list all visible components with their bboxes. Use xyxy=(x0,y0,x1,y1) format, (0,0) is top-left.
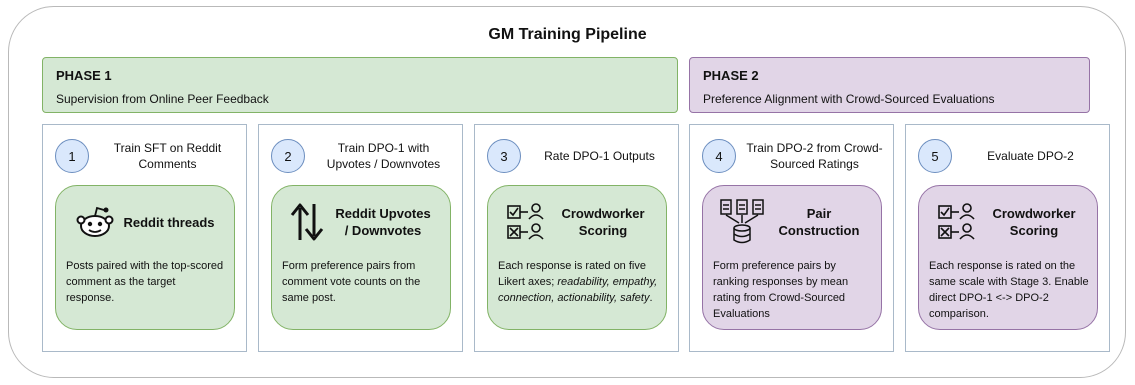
stage-5-title: Evaluate DPO-2 xyxy=(987,149,1074,163)
phase-1-name: PHASE 1 xyxy=(56,68,112,83)
stage-5-box: 5 Evaluate DPO-2 Crowdworker Scoring xyxy=(905,124,1110,352)
stage-2-number: 2 xyxy=(271,139,305,173)
stage-1-number: 1 xyxy=(55,139,89,173)
phase-1-description: Supervision from Online Peer Feedback xyxy=(56,92,269,106)
stage-1-card-title: Reddit threads xyxy=(123,214,215,230)
stage-4-number: 4 xyxy=(702,139,736,173)
stage-5-number: 5 xyxy=(918,139,952,173)
up-down-arrows-icon xyxy=(289,200,325,244)
stage-5-card-title: Crowdworker Scoring xyxy=(992,206,1076,238)
stage-1-description: Posts paired with the top-scored comment… xyxy=(66,260,224,304)
diagram-title: GM Training Pipeline xyxy=(488,26,647,43)
stage-2-card-title: Reddit Upvotes / Downvotes xyxy=(335,206,431,238)
stage-3-title: Rate DPO-1 Outputs xyxy=(544,149,655,163)
stage-2-description: Form preference pairs from comment vote … xyxy=(282,260,421,304)
stage-5-card: Crowdworker Scoring Each response is rat… xyxy=(918,185,1098,330)
stage-4-description: Form preference pairs by ranking respons… xyxy=(713,260,849,320)
phase-2-description: Preference Alignment with Crowd-Sourced … xyxy=(703,92,995,106)
stage-3-description-text: Each response is rated on five Likert ax… xyxy=(498,260,646,288)
crowdworker-scoring-icon xyxy=(937,200,981,244)
stage-1-card: Reddit threads Posts paired with the top… xyxy=(55,185,235,330)
stage-5-description: Each response is rated on the same scale… xyxy=(929,260,1089,320)
stage-2-box: 2 Train DPO-1 with Upvotes / Downvotes R… xyxy=(258,124,463,352)
stage-3-card-title: Crowdworker Scoring xyxy=(561,206,645,238)
stage-4-box: 4 Train DPO-2 from Crowd-Sourced Ratings xyxy=(689,124,894,352)
stage-4-title: Train DPO-2 from Crowd-Sourced Ratings xyxy=(746,141,883,171)
phase-2-name: PHASE 2 xyxy=(703,68,759,83)
stage-1-title: Train SFT on Reddit Comments xyxy=(113,141,222,171)
stage-3-likert-axes: readability, empathy, connection, action… xyxy=(498,276,658,304)
stage-3-card: Crowdworker Scoring Each response is rat… xyxy=(487,185,667,330)
pipeline-container xyxy=(8,6,1126,378)
pair-construction-icon xyxy=(719,198,765,246)
stage-4-card-title: Pair Construction xyxy=(778,206,860,238)
reddit-icon xyxy=(75,205,115,239)
stage-3-box: 3 Rate DPO-1 Outputs Crowdworker Scoring xyxy=(474,124,679,352)
stage-4-card: Pair Construction Form preference pairs … xyxy=(702,185,882,330)
phase-2-banner: PHASE 2 Preference Alignment with Crowd-… xyxy=(689,57,1090,113)
stage-2-card: Reddit Upvotes / Downvotes Form preferen… xyxy=(271,185,451,330)
phase-1-banner: PHASE 1 Supervision from Online Peer Fee… xyxy=(42,57,678,113)
crowdworker-scoring-icon xyxy=(506,200,550,244)
stage-1-box: 1 Train SFT on Reddit Comments Reddit th… xyxy=(42,124,247,352)
stage-3-number: 3 xyxy=(487,139,521,173)
stage-3-description-end: . xyxy=(649,292,653,304)
stage-3-description: Each response is rated on five Likert ax… xyxy=(498,258,658,306)
stage-2-title: Train DPO-1 with Upvotes / Downvotes xyxy=(326,141,441,171)
